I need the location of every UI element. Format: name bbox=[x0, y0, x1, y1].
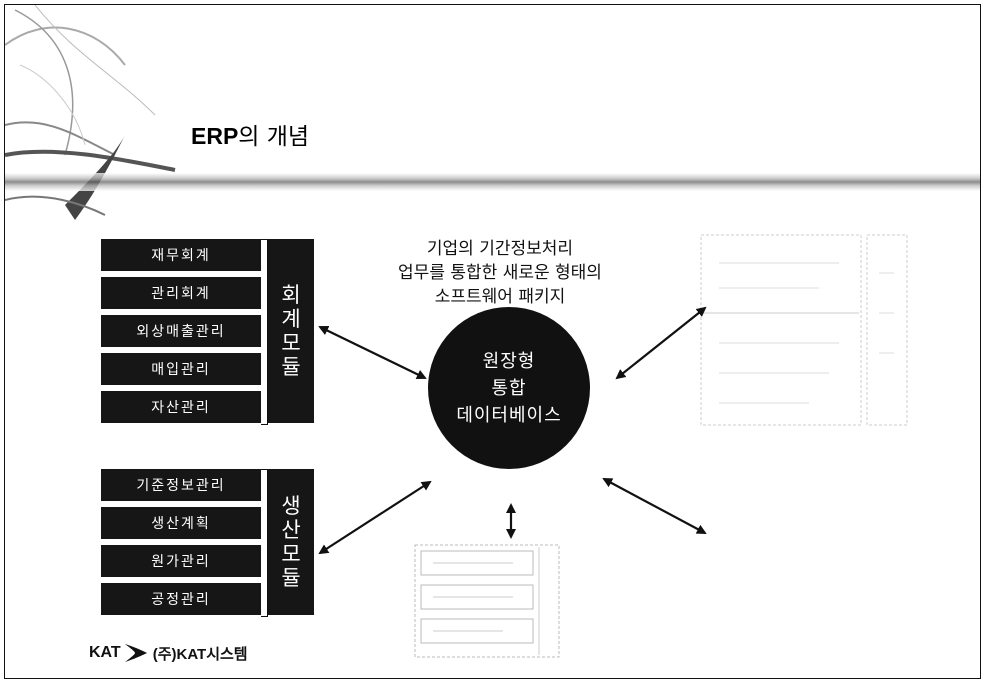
kat-logo-text: KAT bbox=[89, 644, 121, 661]
tag-char: 회 bbox=[281, 282, 301, 307]
tag-char: 듈 bbox=[281, 566, 301, 591]
integrated-database-hub: 원장형 통합 데이터베이스 bbox=[428, 307, 590, 469]
caption-line: 업무를 통합한 새로운 형태의 bbox=[398, 263, 602, 283]
connector-arrows bbox=[318, 306, 707, 555]
header-rule bbox=[5, 173, 980, 191]
tag-char: 모 bbox=[281, 542, 301, 566]
production-module-tag: 생 산 모 듈 bbox=[268, 469, 314, 615]
tag-char: 계 bbox=[281, 306, 301, 331]
hub-line: 원장형 bbox=[482, 350, 536, 372]
production-item: 기준정보관리 bbox=[101, 469, 261, 501]
accounting-item: 매입관리 bbox=[101, 353, 261, 385]
hub-line: 데이터베이스 bbox=[456, 404, 562, 426]
accounting-item: 재무회계 bbox=[101, 239, 261, 271]
slide-frame: ERP의 개념 재무회계 관리회계 외상매출관리 매입관리 자산관리 회 계 모… bbox=[4, 4, 981, 679]
slide-title: ERP의 개념 bbox=[191, 117, 309, 151]
production-item: 공정관리 bbox=[101, 583, 261, 615]
logo-swoosh-icon bbox=[124, 644, 147, 662]
title-erp: ERP bbox=[191, 123, 239, 149]
accounting-item: 외상매출관리 bbox=[101, 315, 261, 347]
production-item: 원가관리 bbox=[101, 545, 261, 577]
caption-line: 소프트웨어 패키지 bbox=[434, 287, 566, 307]
accounting-bracket bbox=[261, 239, 268, 425]
tag-char: 듈 bbox=[281, 355, 301, 380]
tag-char: 산 bbox=[281, 517, 301, 542]
production-item: 생산계획 bbox=[101, 507, 261, 539]
hub-line: 통합 bbox=[491, 377, 527, 399]
caption-line: 기업의 기간정보처리 bbox=[426, 239, 574, 259]
faded-module-screenshot-bottom bbox=[414, 544, 560, 658]
company-logo: KAT (주)KAT시스템 bbox=[89, 638, 248, 668]
company-name: (주)KAT시스템 bbox=[152, 645, 248, 663]
tag-char: 생 bbox=[281, 493, 301, 518]
erp-definition-caption: 기업의 기간정보처리 업무를 통합한 새로운 형태의 소프트웨어 패키지 bbox=[360, 237, 640, 309]
title-concept: 의 개념 bbox=[238, 124, 310, 150]
accounting-module-tag: 회 계 모 듈 bbox=[268, 239, 314, 423]
accounting-item: 자산관리 bbox=[101, 391, 261, 423]
production-bracket bbox=[261, 469, 268, 617]
tag-char: 모 bbox=[281, 331, 301, 355]
accounting-item: 관리회계 bbox=[101, 277, 261, 309]
